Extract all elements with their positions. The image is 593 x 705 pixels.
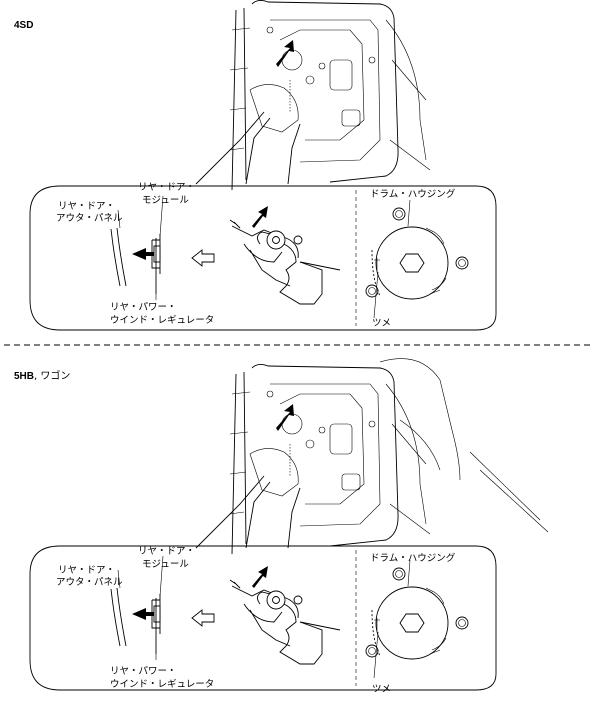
regulator-label-line1: リヤ・パワー・ bbox=[110, 666, 177, 677]
outer-panel-label-line2: アウタ・パネル bbox=[56, 213, 123, 224]
module-label-line1: リヤ・ドア・ bbox=[138, 182, 195, 193]
outer-panel-label-line2: アウタ・パネル bbox=[56, 577, 123, 588]
outer-panel-label-line1: リヤ・ドア・ bbox=[58, 201, 115, 212]
section-heading: 4SD bbox=[14, 20, 33, 31]
module-label-line2: モジュール bbox=[142, 195, 189, 206]
drum-housing-label: ドラム・ハウジング bbox=[370, 188, 456, 200]
tab-label: ツメ bbox=[372, 684, 391, 695]
section-heading-suffix: , ワゴン bbox=[34, 369, 70, 382]
door-trim-outline bbox=[379, 358, 549, 533]
section-5hb-wagon: 5HB, ワゴン リヤ・ドア・ モジュール リヤ・ドア・ アウタ・パネル リヤ・… bbox=[14, 358, 549, 695]
door-illustration bbox=[195, 363, 431, 555]
regulator-label-line2: ウインド・レギュレータ bbox=[110, 679, 214, 690]
section-4sd: 4SD リヤ・ドア・ モジュール リヤ・ドア・ アウタ・パネル リヤ・パワー・ … bbox=[14, 0, 497, 331]
door-illustration bbox=[195, 0, 431, 191]
section-heading: 5HB, ワゴン bbox=[14, 369, 70, 382]
section-heading-code: 5HB bbox=[14, 371, 34, 382]
outer-panel-label-line1: リヤ・ドア・ bbox=[58, 565, 115, 576]
tab-label: ツメ bbox=[372, 318, 391, 329]
module-label-line2: モジュール bbox=[142, 559, 189, 570]
regulator-label-line2: ウインド・レギュレータ bbox=[110, 315, 214, 326]
drum-housing-label: ドラム・ハウジング bbox=[370, 552, 456, 564]
module-label-line1: リヤ・ドア・ bbox=[138, 546, 195, 557]
regulator-label-line1: リヤ・パワー・ bbox=[110, 302, 177, 313]
